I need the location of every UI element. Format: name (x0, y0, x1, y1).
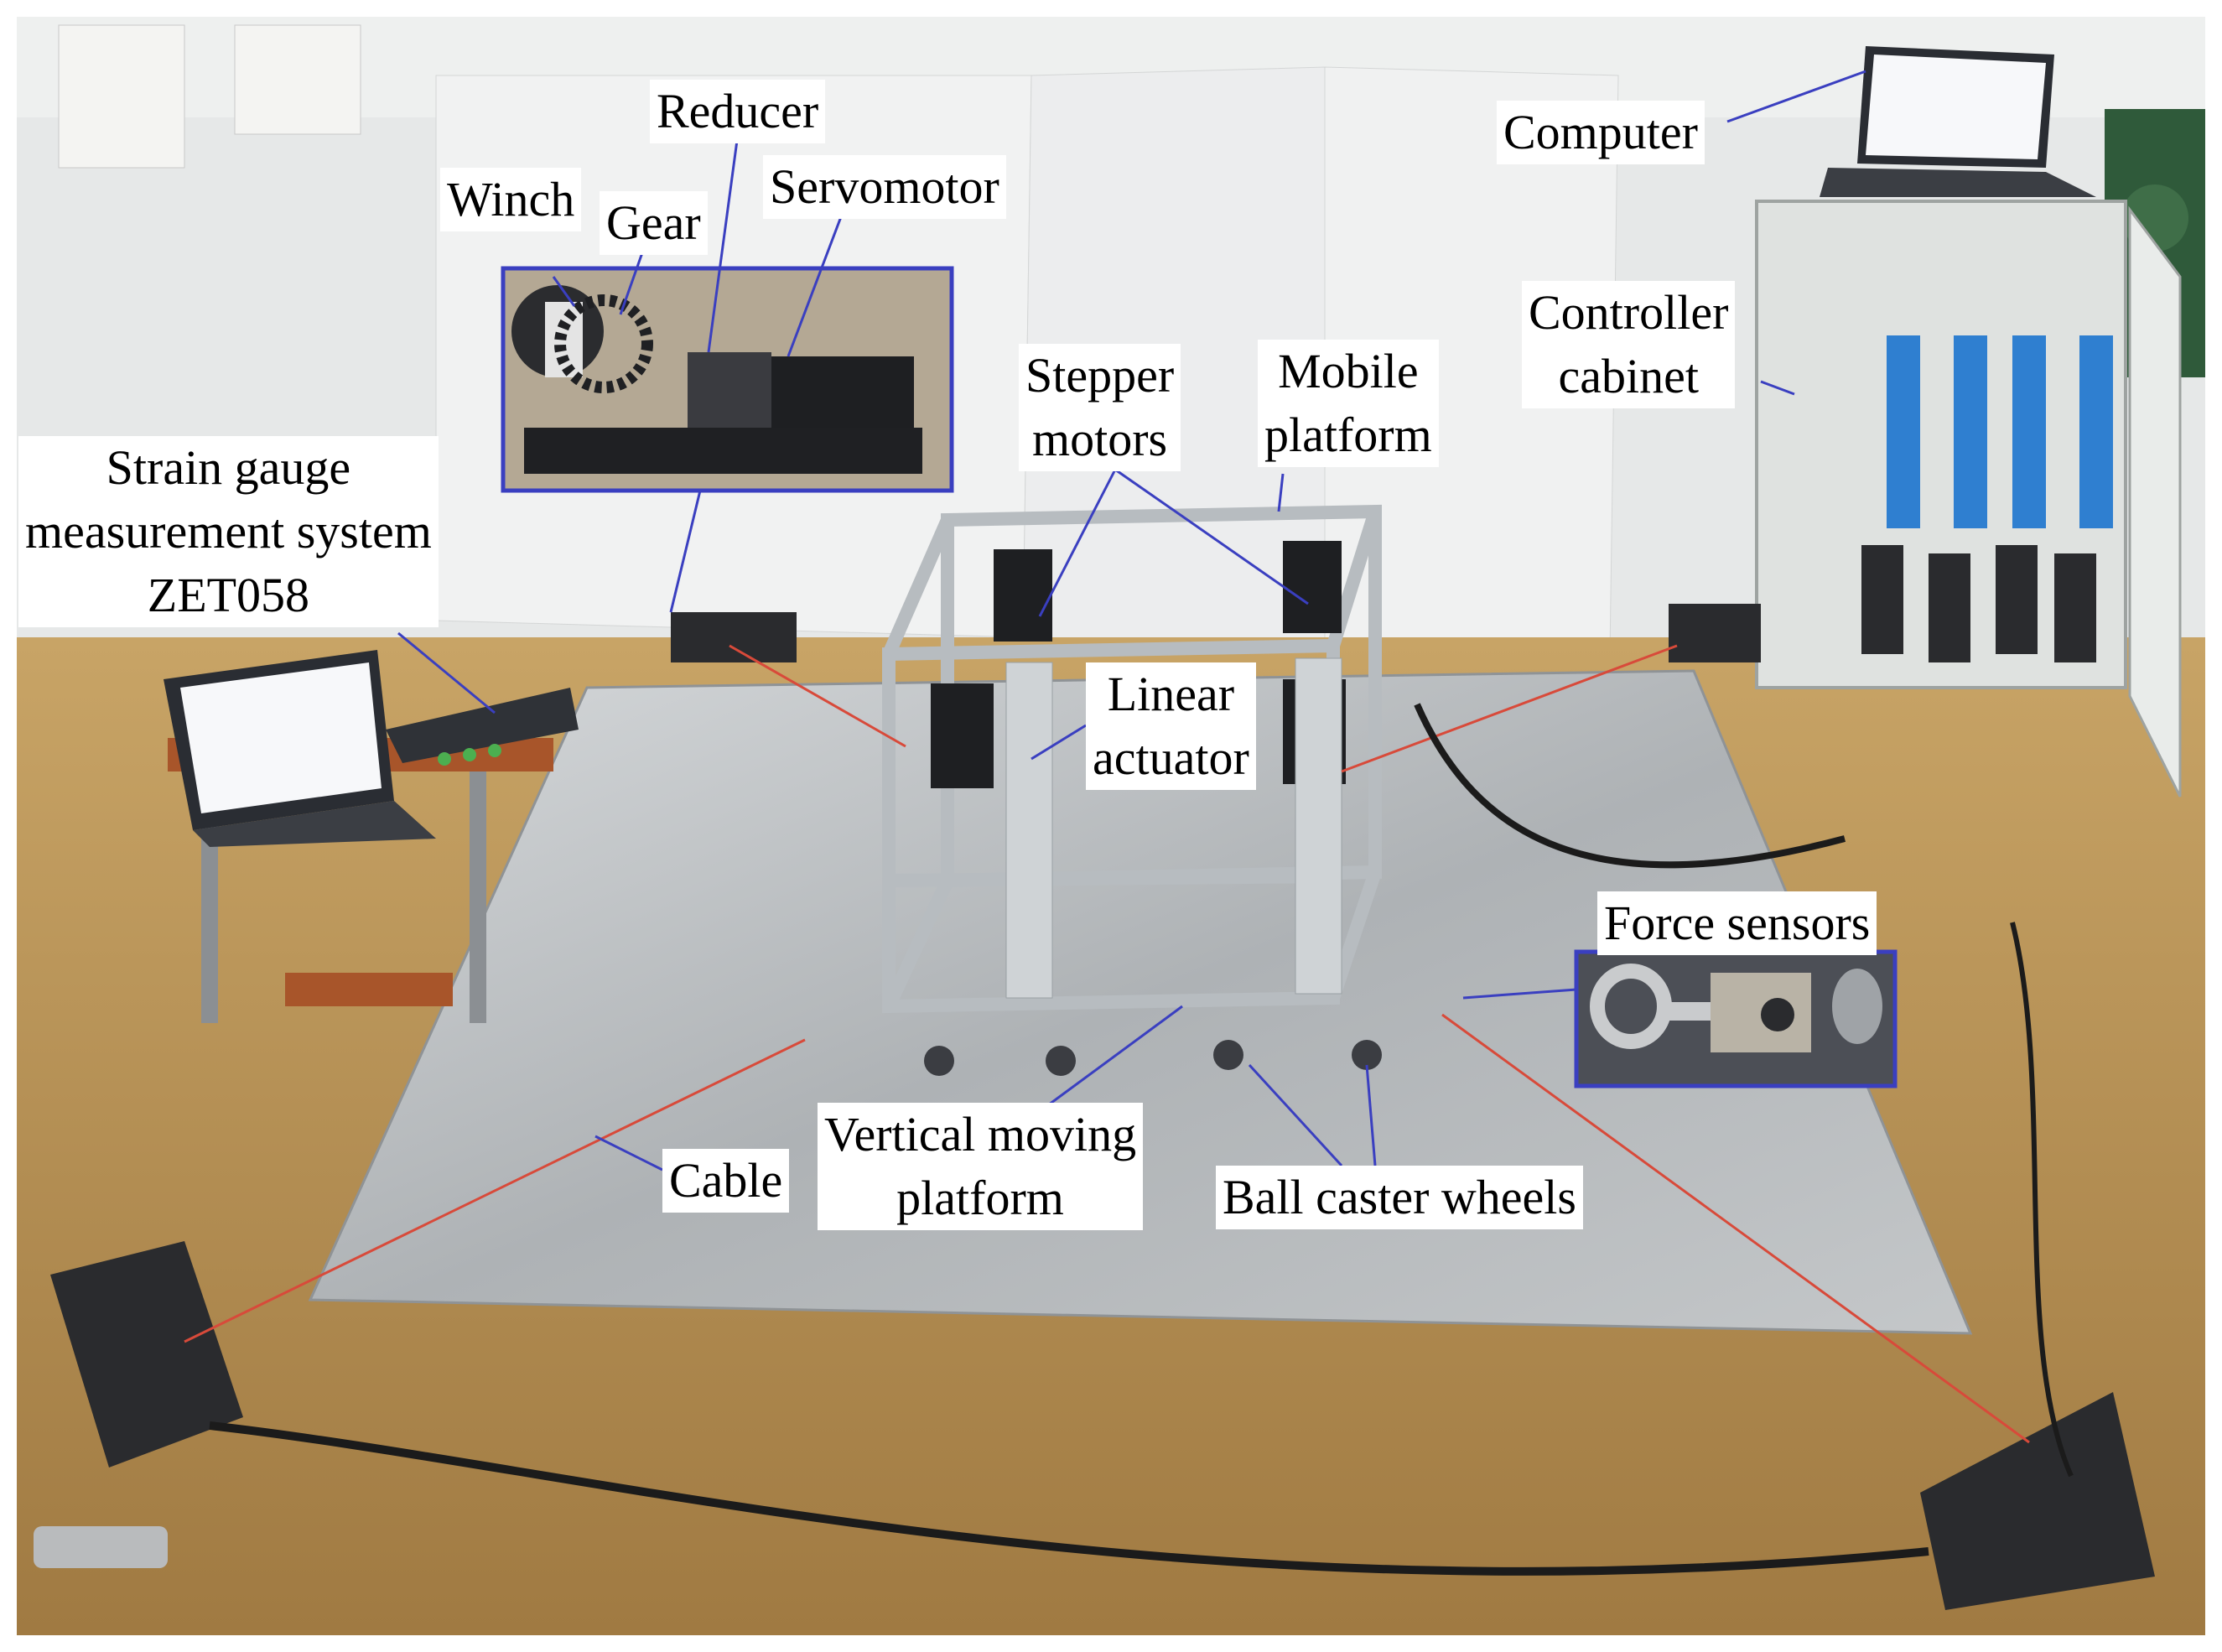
label-force-sensors: Force sensors (1597, 891, 1877, 955)
winch-unit (1920, 1392, 2155, 1610)
driver-module (1954, 335, 1987, 528)
wall-poster (234, 24, 361, 135)
label-computer: Computer (1497, 101, 1705, 164)
ball-caster-wheel (1046, 1046, 1076, 1076)
label-vertical-moving-platform: Vertical moving platform (818, 1103, 1144, 1230)
cabinet-door (2128, 205, 2182, 797)
leader-lines (397, 70, 1866, 1171)
led (488, 744, 501, 757)
label-winch: Winch (440, 168, 582, 231)
label-mobile-platform: Mobile platform (1258, 340, 1439, 467)
winch-unit (1669, 604, 1761, 662)
label-reducer: Reducer (650, 80, 826, 143)
led (463, 748, 476, 761)
driver-module (2079, 335, 2113, 528)
signal-cable (1414, 703, 1846, 869)
servo-driver (1929, 553, 1970, 662)
desk-shelf (285, 973, 453, 1006)
computer-base (1820, 168, 2096, 197)
zet058-box (386, 688, 579, 763)
signal-cable (2010, 922, 2074, 1478)
linear-actuator (1005, 662, 1053, 999)
ball-caster-wheel (924, 1046, 954, 1076)
label-controller-cabinet: Controller cabinet (1522, 281, 1736, 408)
label-ball-caster-wheels: Ball caster wheels (1216, 1166, 1583, 1229)
stepper-motor (931, 683, 994, 788)
stepper-motor (1283, 541, 1342, 633)
computer-screen (1866, 55, 2046, 159)
winch-unit (50, 1241, 243, 1468)
power-strip (34, 1526, 168, 1568)
linear-actuator (1295, 657, 1342, 995)
label-cable: Cable (662, 1149, 790, 1213)
winch-unit (671, 612, 797, 662)
stepper-motor (994, 549, 1052, 642)
wall-poster (58, 24, 185, 169)
red-cables (184, 644, 2030, 1444)
led (438, 752, 451, 766)
left-laptop-base (193, 801, 436, 847)
label-stepper-motors: Stepper motors (1019, 344, 1181, 471)
servo-driver (1996, 545, 2038, 654)
ball-caster-wheel (1213, 1040, 1243, 1070)
ball-caster-wheel (1352, 1040, 1382, 1070)
desk-leg (470, 771, 486, 1023)
servo-winch-inset (501, 266, 954, 493)
left-laptop-screen (180, 662, 382, 813)
force-sensor-inset (1574, 949, 1898, 1088)
servo-driver (2054, 553, 2096, 662)
driver-module (2012, 335, 2046, 528)
label-servomotor: Servomotor (763, 155, 1006, 219)
driver-module (1887, 335, 1920, 528)
label-linear-actuator: Linear actuator (1086, 662, 1256, 790)
power-cable (209, 1421, 1929, 1576)
label-strain-gauge-system: Strain gauge measurement system ZET058 (18, 436, 439, 627)
label-gear: Gear (600, 191, 708, 255)
servo-driver (1861, 545, 1903, 654)
